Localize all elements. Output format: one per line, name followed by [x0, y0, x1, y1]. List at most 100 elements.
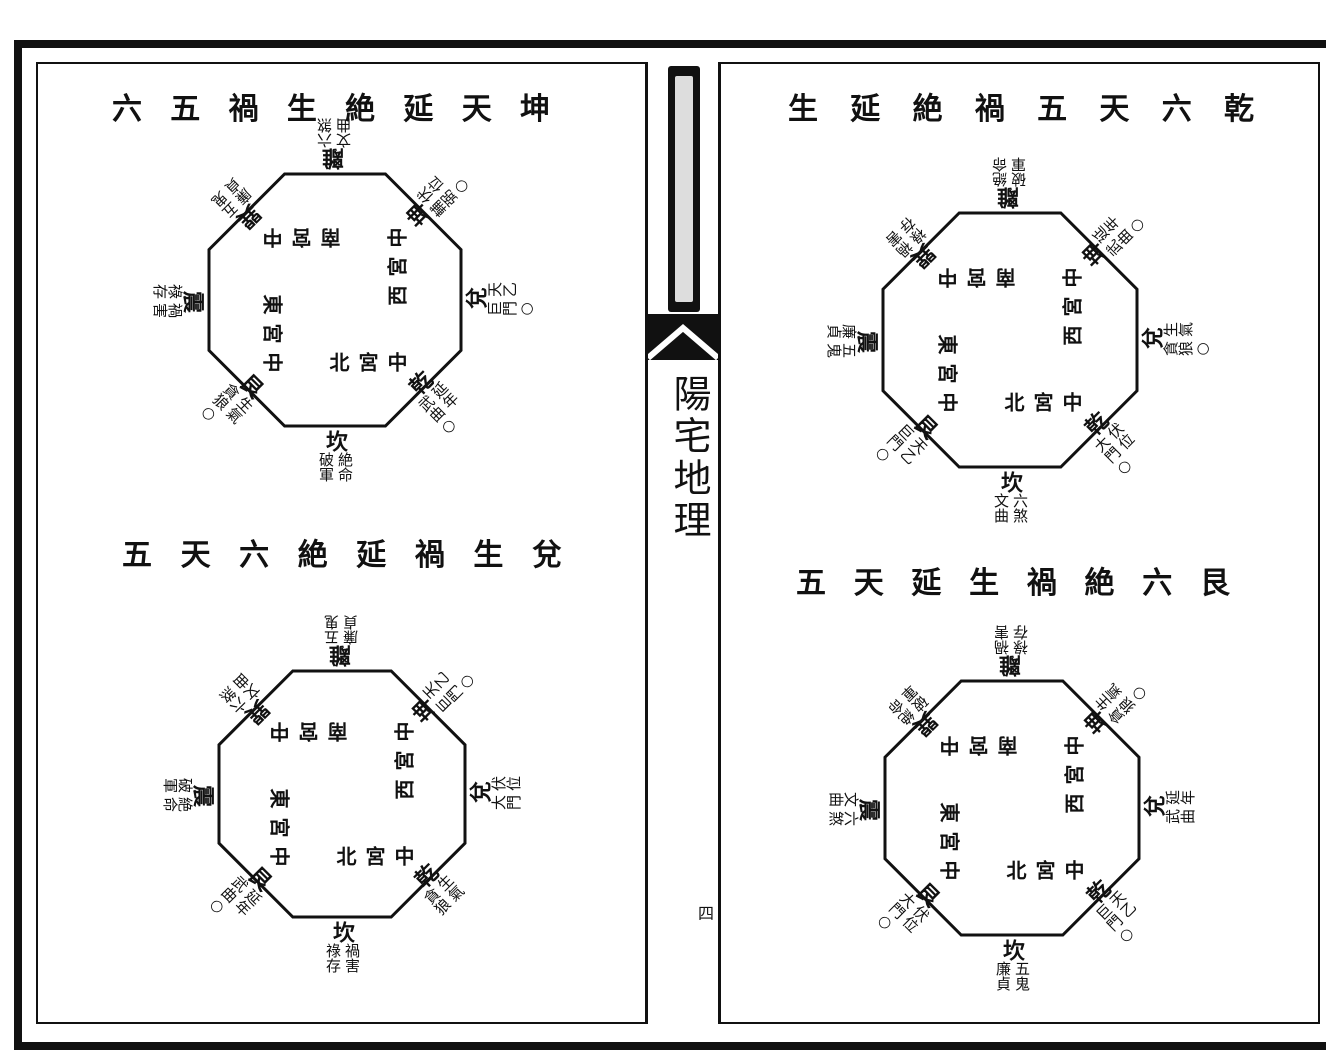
- trigram-name: 離: [997, 187, 1023, 209]
- star-names: 五鬼 廉貞: [323, 615, 360, 645]
- trigram-label-group: 兌延年 武曲: [1143, 786, 1195, 830]
- title-char: 天: [180, 538, 211, 573]
- title-char: 兌: [531, 538, 562, 573]
- star-names: 絶命 破軍: [991, 157, 1028, 187]
- spine-title: 陽宅地理: [667, 374, 711, 542]
- trigram-name: 震: [183, 287, 205, 313]
- star-names: 六煞 文曲: [992, 493, 1029, 523]
- trigram-label-group: 離六煞 文曲: [313, 118, 357, 170]
- trigram-name: 離: [329, 645, 355, 667]
- inner-palace-label: 中宮西: [387, 227, 407, 309]
- inner-palace-label: 中宮西: [1064, 735, 1084, 817]
- trigram-label-group: 坎五鬼 廉貞: [990, 939, 1034, 991]
- title-char: 禍: [974, 92, 1005, 127]
- star-names: 禍害 祿存: [324, 943, 361, 973]
- inner-palace-label: 中宮南: [939, 736, 1021, 756]
- page-number: 四: [698, 904, 715, 923]
- title-char: 五: [796, 566, 826, 601]
- title-char: 生: [473, 538, 504, 573]
- trigram-name: 坎: [999, 939, 1025, 961]
- title-char: 六: [239, 538, 270, 573]
- title-char: 絶: [297, 538, 328, 573]
- title-char: 生: [286, 92, 317, 127]
- diagram-title: 五天延生禍絶六艮: [796, 558, 1230, 602]
- title-char: 絶: [912, 92, 943, 127]
- trigram-label-group: 離禍害 祿存: [990, 625, 1034, 677]
- title-char: 五: [170, 92, 201, 127]
- title-char: 天: [461, 92, 492, 127]
- title-char: 延: [403, 92, 434, 127]
- title-char: 五: [122, 538, 152, 573]
- title-char: 絶: [345, 92, 376, 127]
- trigram-label-group: 震禍害 祿存: [153, 278, 205, 322]
- title-char: 生: [788, 92, 818, 127]
- title-char: 六: [1161, 92, 1192, 127]
- title-char: 禍: [228, 92, 259, 127]
- trigram-name: 兌: [469, 781, 491, 807]
- spine-ornament: [668, 66, 700, 312]
- inner-palace-label: 中宮北: [1003, 860, 1085, 880]
- star-names: 禍害 祿存: [993, 625, 1030, 655]
- inner-palace-label: 中宮南: [269, 722, 351, 742]
- trigram-label-group: 兌伏位 大門: [469, 772, 521, 816]
- title-char: 坤: [519, 92, 550, 127]
- trigram-label-group: 震六煞 文曲: [829, 786, 881, 830]
- inner-palace-label: 中宮南: [937, 268, 1019, 288]
- trigram-label-group: 坎禍害 祿存: [320, 921, 364, 973]
- star-names: 生氣 貪狼○: [1163, 321, 1211, 358]
- star-names: 絶命 破軍: [317, 452, 354, 482]
- title-char: 延: [911, 566, 942, 601]
- star-names: 五鬼 廉貞: [827, 322, 857, 359]
- trigram-name: 離: [322, 148, 348, 170]
- inner-palace-label: 中宮北: [326, 352, 408, 372]
- inner-palace-label: 中宮西: [1062, 267, 1082, 349]
- star-names: 六煞 文曲: [829, 790, 859, 827]
- title-char: 天: [853, 566, 884, 601]
- trigram-label-group: 離絶命 破軍: [988, 157, 1032, 209]
- inner-palace-label: 中宮西: [394, 721, 414, 803]
- star-names: 五鬼 廉貞: [994, 961, 1031, 991]
- title-char: 天: [1099, 92, 1130, 127]
- inner-palace-label: 中宮東: [263, 291, 283, 373]
- star-names: 天乙 巨門○: [487, 281, 535, 318]
- inner-palace-label: 中宮北: [333, 846, 415, 866]
- star-names: 禍害 祿存: [153, 282, 183, 319]
- trigram-name: 兌: [1141, 327, 1163, 353]
- title-char: 禍: [414, 538, 445, 573]
- trigram-name: 震: [857, 327, 879, 353]
- inner-palace-label: 中宮南: [262, 228, 344, 248]
- trigram-name: 震: [859, 795, 881, 821]
- trigram-label-group: 震絶命 破軍: [163, 772, 215, 816]
- inner-palace-label: 中宮東: [940, 799, 960, 881]
- star-names: 延年 武曲: [1165, 789, 1195, 826]
- trigram-label-group: 坎六煞 文曲: [988, 471, 1032, 523]
- star-names: 六煞 文曲: [316, 118, 353, 148]
- title-char: 六: [112, 92, 142, 127]
- diagram-title: 生延絶禍五天六乾: [788, 84, 1254, 128]
- title-char: 延: [356, 538, 387, 573]
- title-char: 五: [1037, 92, 1068, 127]
- trigram-name: 震: [193, 781, 215, 807]
- trigram-name: 離: [999, 655, 1025, 677]
- trigram-name: 坎: [997, 471, 1023, 493]
- inner-palace-label: 中宮北: [1001, 392, 1083, 412]
- trigram-name: 兌: [1143, 795, 1165, 821]
- trigram-name: 坎: [329, 921, 355, 943]
- title-char: 禍: [1026, 566, 1057, 601]
- trigram-label-group: 離五鬼 廉貞: [320, 615, 364, 667]
- trigram-name: 坎: [322, 430, 348, 452]
- spine-chevron-ornament: [648, 314, 718, 360]
- inner-palace-label: 中宮東: [938, 331, 958, 413]
- title-char: 艮: [1199, 566, 1230, 601]
- star-names: 伏位 大門: [491, 775, 521, 812]
- diagram-title: 六五禍生絶延天坤: [112, 84, 550, 128]
- title-char: 延: [850, 92, 881, 127]
- title-char: 生: [969, 566, 1000, 601]
- title-char: 絶: [1084, 566, 1115, 601]
- title-char: 六: [1142, 566, 1173, 601]
- title-char: 乾: [1223, 92, 1254, 127]
- trigram-label-group: 兌天乙 巨門○: [465, 278, 535, 322]
- book-spine: 陽宅地理 四: [645, 62, 721, 1024]
- trigram-label-group: 震五鬼 廉貞: [827, 318, 879, 362]
- trigram-label-group: 兌生氣 貪狼○: [1141, 318, 1211, 362]
